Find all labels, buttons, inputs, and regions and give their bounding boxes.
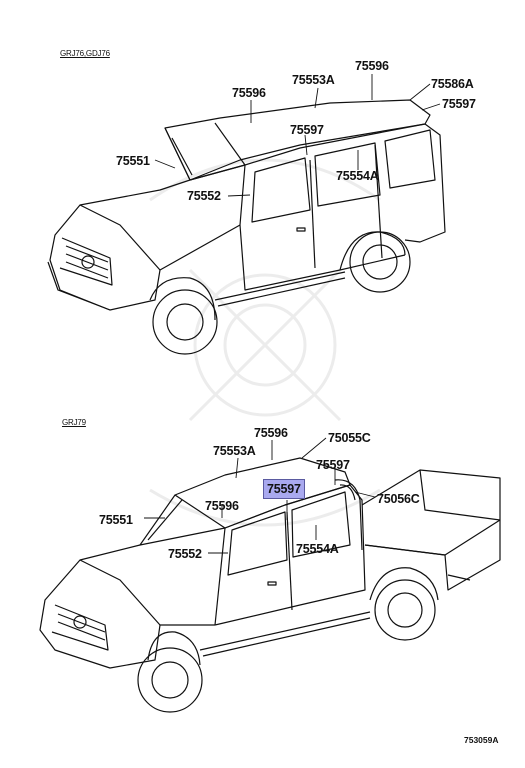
bottom-part-label-75552[interactable]: 75552 — [168, 547, 202, 561]
watermark — [149, 158, 381, 527]
bottom-vehicle-drawing — [39, 457, 501, 713]
bottom-leader-lines — [144, 437, 376, 554]
top-model-label: GRJ76,GDJ76 — [60, 49, 110, 58]
top-part-label-75596-right[interactable]: 75596 — [355, 59, 389, 73]
top-part-label-75597-right[interactable]: 75597 — [442, 97, 476, 111]
bottom-part-label-75056c[interactable]: 75056C — [377, 492, 420, 506]
top-part-label-75597-center[interactable]: 75597 — [290, 123, 324, 137]
bottom-part-label-75596-center[interactable]: 75596 — [205, 499, 239, 513]
top-part-label-75551[interactable]: 75551 — [116, 154, 150, 168]
top-leader-lines — [154, 74, 441, 197]
top-vehicle-drawing — [47, 99, 446, 355]
bottom-part-label-75553a[interactable]: 75553A — [213, 444, 256, 458]
top-part-label-75553a[interactable]: 75553A — [292, 73, 335, 87]
bottom-part-label-75551[interactable]: 75551 — [99, 513, 133, 527]
bottom-part-label-75597-highlighted[interactable]: 75597 — [263, 479, 305, 499]
bottom-part-label-75055c[interactable]: 75055C — [328, 431, 371, 445]
bottom-part-label-75596-top[interactable]: 75596 — [254, 426, 288, 440]
bottom-part-label-75554a[interactable]: 75554A — [296, 542, 339, 556]
figure-code: 753059A — [464, 735, 499, 745]
bottom-part-label-75597-right[interactable]: 75597 — [316, 458, 350, 472]
top-part-label-75554a[interactable]: 75554A — [336, 169, 379, 183]
top-part-label-75596-left[interactable]: 75596 — [232, 86, 266, 100]
bottom-model-label: GRJ79 — [62, 418, 86, 427]
top-part-label-75586a[interactable]: 75586A — [431, 77, 474, 91]
top-part-label-75552[interactable]: 75552 — [187, 189, 221, 203]
